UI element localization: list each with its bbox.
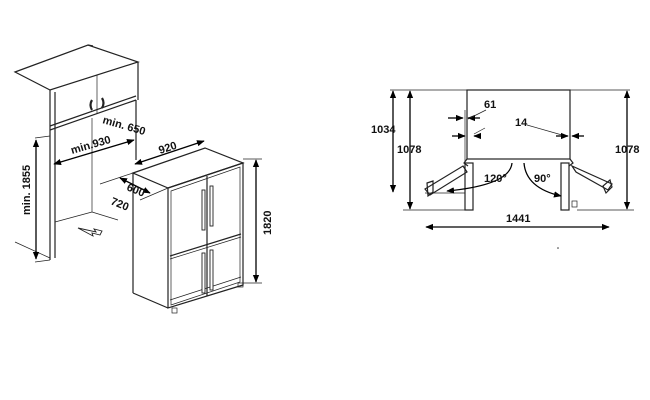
door-thickness-label: 61 <box>484 99 496 111</box>
depth-with-door-right-label: 1078 <box>615 144 639 156</box>
appliance-height-label: 1820 <box>262 211 274 235</box>
appliance-depth-label: 600 <box>125 182 147 200</box>
niche-height-label: min. 1855 <box>21 165 33 215</box>
fridge-isometric-drawing <box>131 147 245 314</box>
appliance-depth-handles-label: 720 <box>109 196 131 214</box>
side-clearance-label: 14 <box>515 117 528 129</box>
left-door-angle-label: 120° <box>484 173 507 185</box>
right-door-angle-label: 90° <box>534 173 551 185</box>
top-view-drawing <box>390 89 634 211</box>
appliance-width-label: 920 <box>157 140 178 157</box>
top-view-dimensions: 1034 1078 1078 61 14 120° 90° 1441 <box>371 90 639 249</box>
depth-label: 1034 <box>371 124 396 136</box>
insertion-arrow-icon <box>77 227 103 237</box>
total-width-label: 1441 <box>506 213 530 225</box>
fridge-dimensions: 920 600 720 1820 <box>99 140 274 284</box>
built-in-niche-drawing <box>13 44 140 263</box>
depth-with-door-left-label: 1078 <box>397 144 421 156</box>
